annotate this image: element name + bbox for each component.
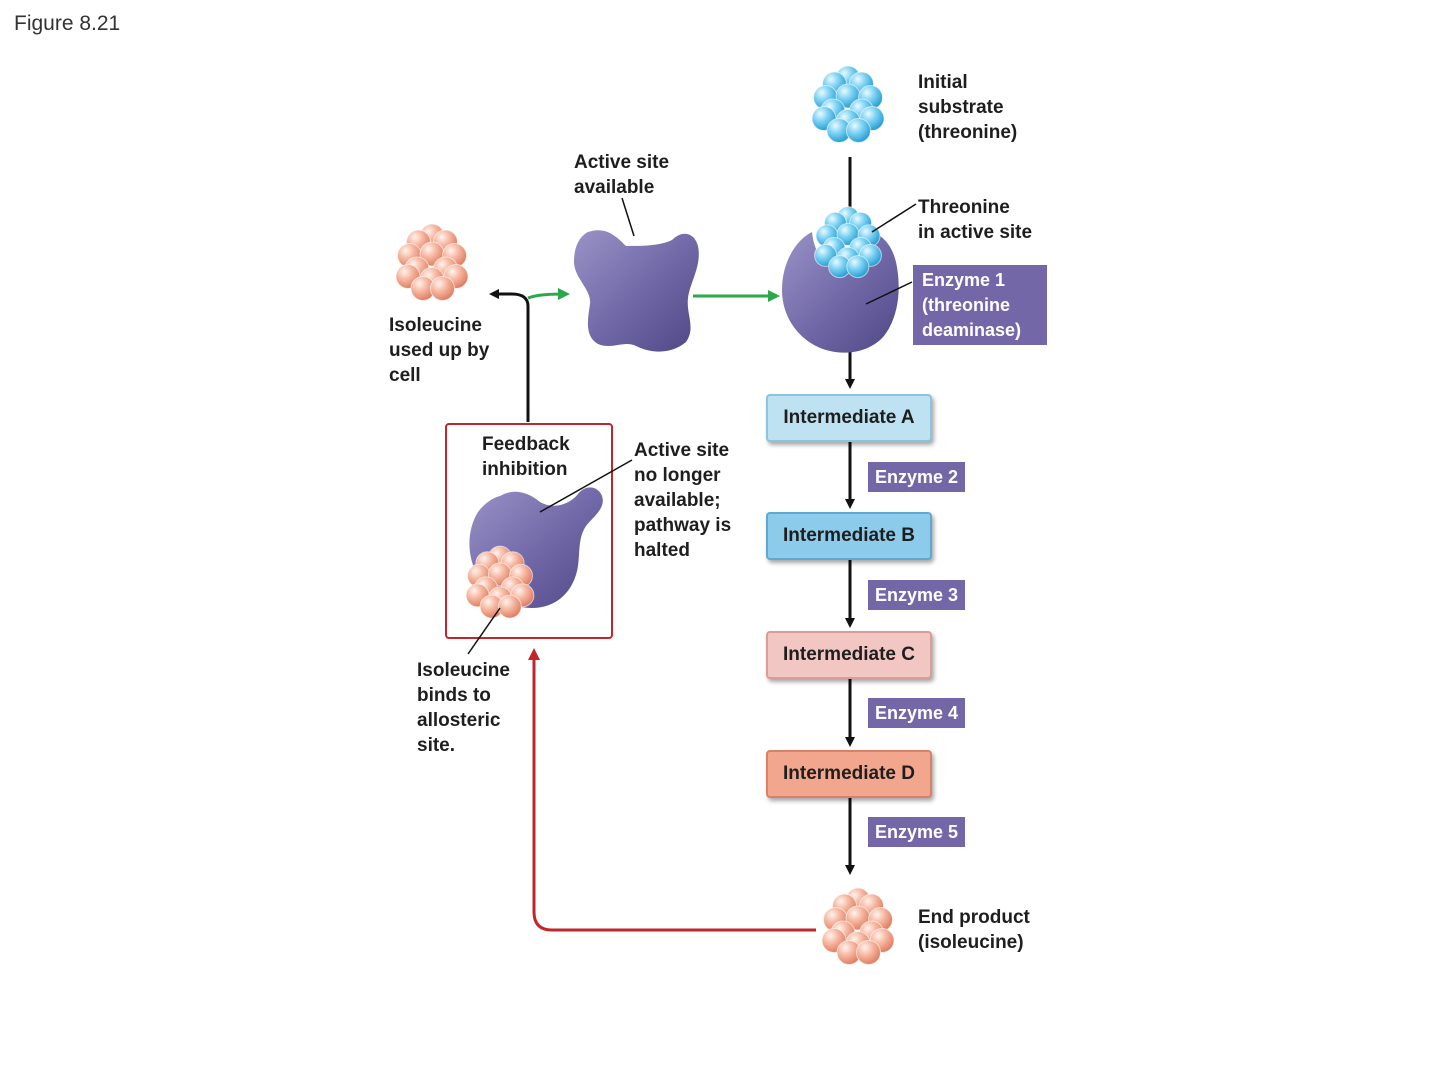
- isoleucine-allosteric-bound-icon: [465, 545, 535, 619]
- isoleucine-end-product-icon: [821, 887, 895, 965]
- green-arrows: [527, 288, 780, 302]
- molecule-bead: [846, 255, 870, 279]
- enzyme-5-label: Enzyme 5: [868, 817, 966, 847]
- enzyme-1-label: Enzyme 1 (threonine deaminase): [913, 265, 1047, 345]
- label-isoleucine-used-up: Isoleucine used up by cell: [389, 315, 490, 386]
- intermediate-d-box: Intermediate D: [766, 750, 932, 798]
- threonine-substrate-icon: [811, 65, 885, 143]
- label-threonine-in-active-site: Threonine in active site: [918, 197, 1033, 243]
- molecule-bead: [430, 276, 455, 301]
- leader-no-longer-available: [539, 459, 633, 513]
- leader-lines: [467, 197, 917, 655]
- molecule-bead: [846, 118, 871, 143]
- leader-enzyme-1: [865, 281, 913, 305]
- leader-threonine: [871, 203, 917, 233]
- green-arrow-to-available: [527, 288, 570, 301]
- enzyme-4-label: Enzyme 4: [868, 698, 966, 728]
- intermediate-c-box: Intermediate C: [766, 631, 932, 679]
- label-active-site-no-longer: Active site no longer available; pathway…: [634, 440, 732, 561]
- leader-active-site-available: [621, 197, 635, 237]
- feedback-red-arrow: [528, 648, 816, 932]
- used-up-arrow: [489, 289, 530, 422]
- label-feedback-inhibition: Feedback inhibition: [482, 434, 570, 480]
- intermediate-b-box: Intermediate B: [766, 512, 932, 560]
- leader-allosteric: [467, 607, 501, 655]
- isoleucine-used-up-icon: [395, 223, 469, 301]
- label-end-product: End product (isoleucine): [918, 907, 1030, 953]
- label-isoleucine-binds: Isoleucine binds to allosteric site.: [417, 660, 510, 756]
- figure-label: Figure 8.21: [14, 12, 121, 35]
- label-initial-substrate: Initial substrate (threonine): [918, 72, 1018, 143]
- molecule-bead: [497, 594, 522, 619]
- enzyme-3-label: Enzyme 3: [868, 580, 966, 610]
- label-active-site-available: Active site available: [574, 152, 670, 198]
- intermediate-a-box: Intermediate A: [766, 394, 932, 442]
- molecule-bead: [856, 940, 881, 965]
- enzyme-2-label: Enzyme 2: [868, 462, 966, 492]
- enzyme-active-site-available-shape: [574, 230, 699, 352]
